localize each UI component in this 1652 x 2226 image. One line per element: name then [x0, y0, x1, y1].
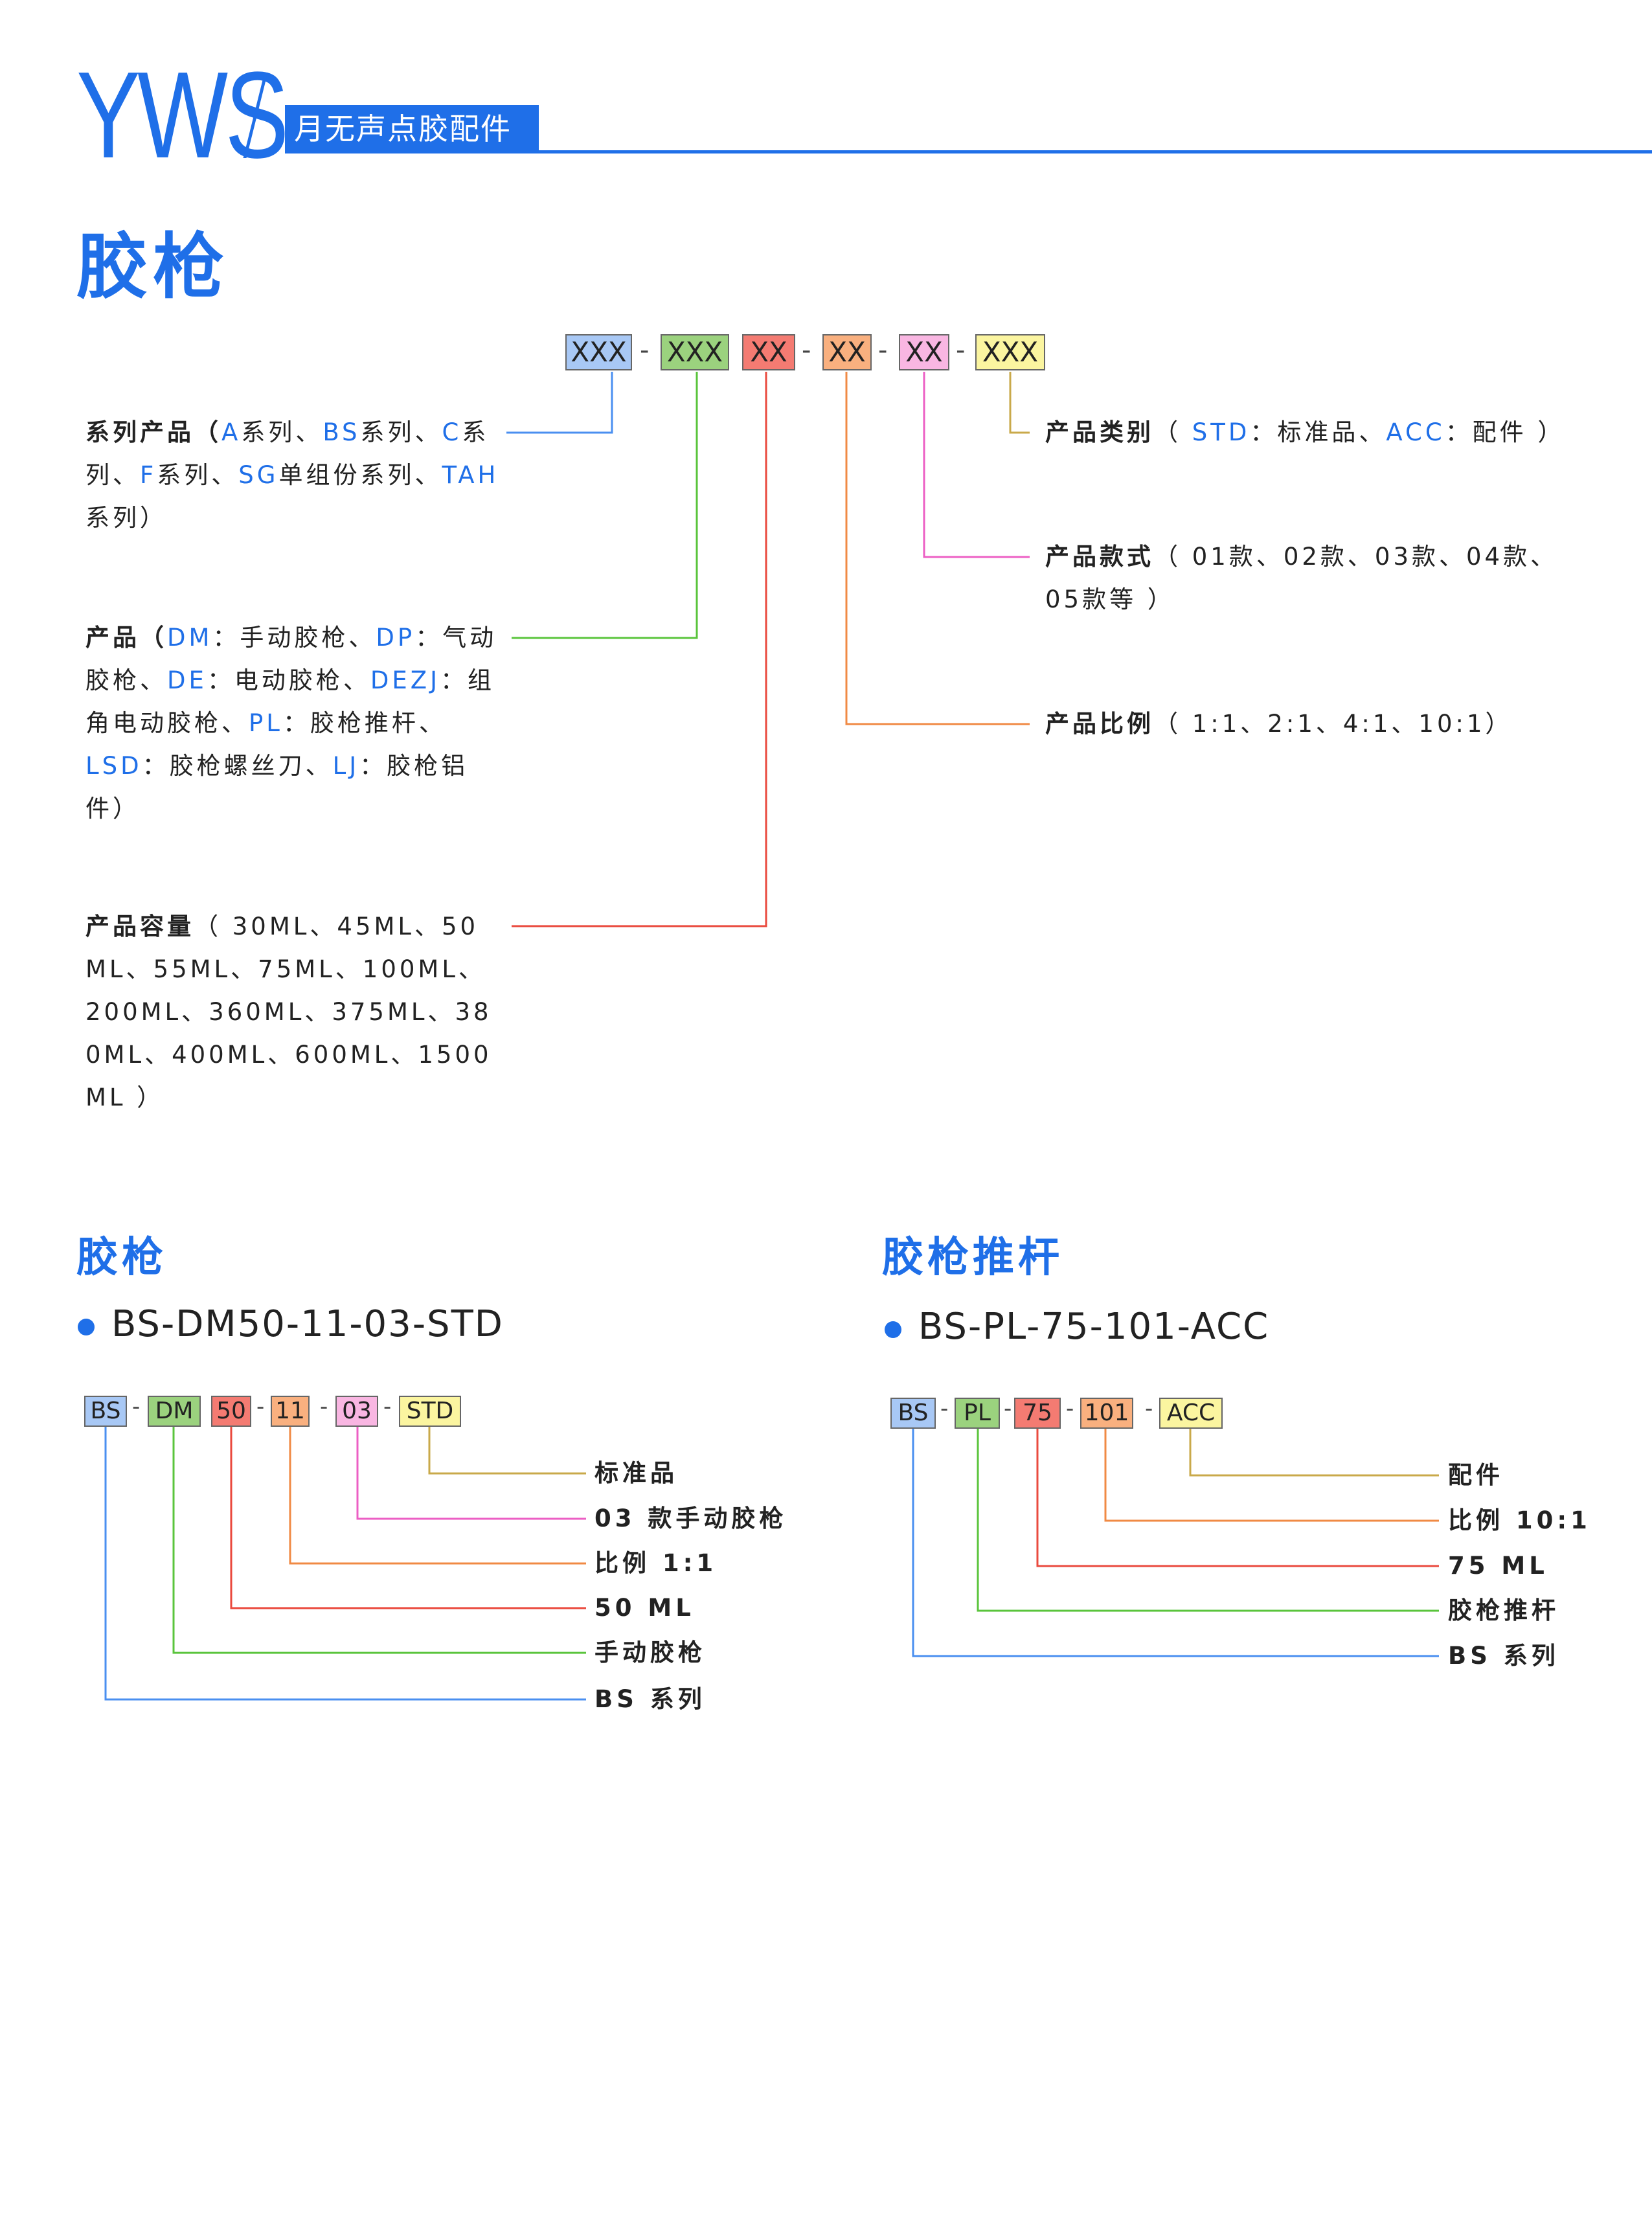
header-rule: [285, 150, 1652, 153]
ex2-box-acc: ACC: [1159, 1398, 1223, 1429]
ex1-box-50: 50: [211, 1396, 251, 1427]
connector-category: [1009, 372, 1030, 434]
ex2-connector-101: [1104, 1426, 1439, 1522]
desc-capacity: 产品容量（ 30ML、45ML、50 ML、55ML、75ML、100ML、 2…: [85, 913, 492, 1111]
page-title: 胶枪: [76, 225, 229, 308]
desc-series: 系列产品（A系列、BS系列、C系列、F系列、SG单组份系列、TAH系列）: [85, 418, 499, 532]
code-dash: -: [802, 335, 811, 365]
ex1-label-ratio: 比例 1:1: [594, 1549, 718, 1577]
ex1-label-std: 标准品: [594, 1459, 678, 1487]
desc-style: 产品款式（ 01款、02款、03款、04款、 05款等 ）: [1045, 543, 1558, 613]
code-dash: -: [256, 1394, 265, 1420]
ex1-label-product: 手动胶枪: [594, 1639, 706, 1666]
code-box-series: XXX: [565, 334, 632, 370]
ex1-connector-std: [428, 1425, 586, 1475]
code-dash: -: [1004, 1396, 1012, 1422]
connector-product: [512, 372, 698, 639]
ex1-connector-bs: [104, 1425, 586, 1701]
code-dash: -: [878, 335, 888, 365]
ex1-label-capacity: 50 ML: [594, 1594, 695, 1622]
code-dash: -: [1145, 1396, 1153, 1422]
code-box-category: XXX: [975, 334, 1045, 370]
connector-ratio: [845, 372, 1030, 725]
ex2-connector-75: [1036, 1426, 1439, 1567]
ex1-connector-03: [356, 1425, 586, 1520]
code-dash: -: [132, 1394, 141, 1420]
connector-capacity: [512, 372, 767, 927]
ex2-connector-bs: [912, 1426, 1439, 1657]
ex2-label-ratio: 比例 10:1: [1448, 1506, 1591, 1534]
ex1-box-11: 11: [271, 1396, 310, 1427]
ex2-connector-acc: [1189, 1426, 1439, 1477]
code-box-style: XX: [899, 334, 949, 370]
ex1-box-bs: BS: [84, 1396, 127, 1427]
ex2-label-series: BS 系列: [1448, 1642, 1559, 1670]
ex1-box-03: 03: [335, 1396, 378, 1427]
ex2-label-capacity: 75 ML: [1448, 1552, 1548, 1580]
code-dash: -: [956, 335, 966, 365]
ex2-box-101: 101: [1080, 1398, 1133, 1429]
example2-heading: 胶枪推杆: [882, 1234, 1063, 1282]
ex2-label-acc: 配件: [1448, 1461, 1504, 1489]
desc-category: 产品类别（ STD：标准品、ACC：配件 ）: [1045, 418, 1565, 446]
ex2-box-75: 75: [1014, 1398, 1061, 1429]
example1-code: BS-DM50-11-03-STD: [111, 1303, 504, 1345]
ex1-connector-dm: [172, 1425, 586, 1654]
code-box-product: XXX: [661, 334, 729, 370]
example1-heading: 胶枪: [76, 1234, 167, 1282]
ex1-label-series: BS 系列: [594, 1685, 706, 1713]
connector-series: [506, 372, 613, 434]
code-dash: -: [640, 335, 650, 365]
bullet-dot: [78, 1319, 95, 1335]
code-box-ratio: XX: [822, 334, 872, 370]
ex1-connector-50: [230, 1425, 586, 1609]
ex2-connector-pl: [977, 1426, 1439, 1612]
ex2-box-pl: PL: [955, 1398, 1000, 1429]
bullet-dot: [885, 1321, 901, 1338]
connector-style: [923, 372, 1030, 558]
code-box-capacity: XX: [742, 334, 795, 370]
code-dash: -: [940, 1396, 949, 1422]
ex2-label-product: 胶枪推杆: [1448, 1596, 1559, 1624]
ex1-box-std: STD: [399, 1396, 461, 1427]
ex1-connector-11: [289, 1425, 586, 1565]
ex1-label-03: 03 款手动胶枪: [594, 1505, 787, 1532]
ex1-box-dm: DM: [148, 1396, 201, 1427]
code-dash: -: [320, 1394, 328, 1420]
example2-code: BS-PL-75-101-ACC: [918, 1306, 1270, 1348]
desc-product: 产品（DM：手动胶枪、DP：气动胶枪、DE：电动胶枪、DEZJ：组角电动胶枪、P…: [85, 624, 497, 823]
code-dash: -: [1066, 1396, 1074, 1422]
brand-tagline: 月无声点胶配件: [285, 105, 539, 153]
code-dash: -: [383, 1394, 392, 1420]
desc-ratio: 产品比例（ 1:1、2:1、4:1、10:1）: [1045, 710, 1513, 738]
ex2-box-bs: BS: [890, 1398, 936, 1429]
